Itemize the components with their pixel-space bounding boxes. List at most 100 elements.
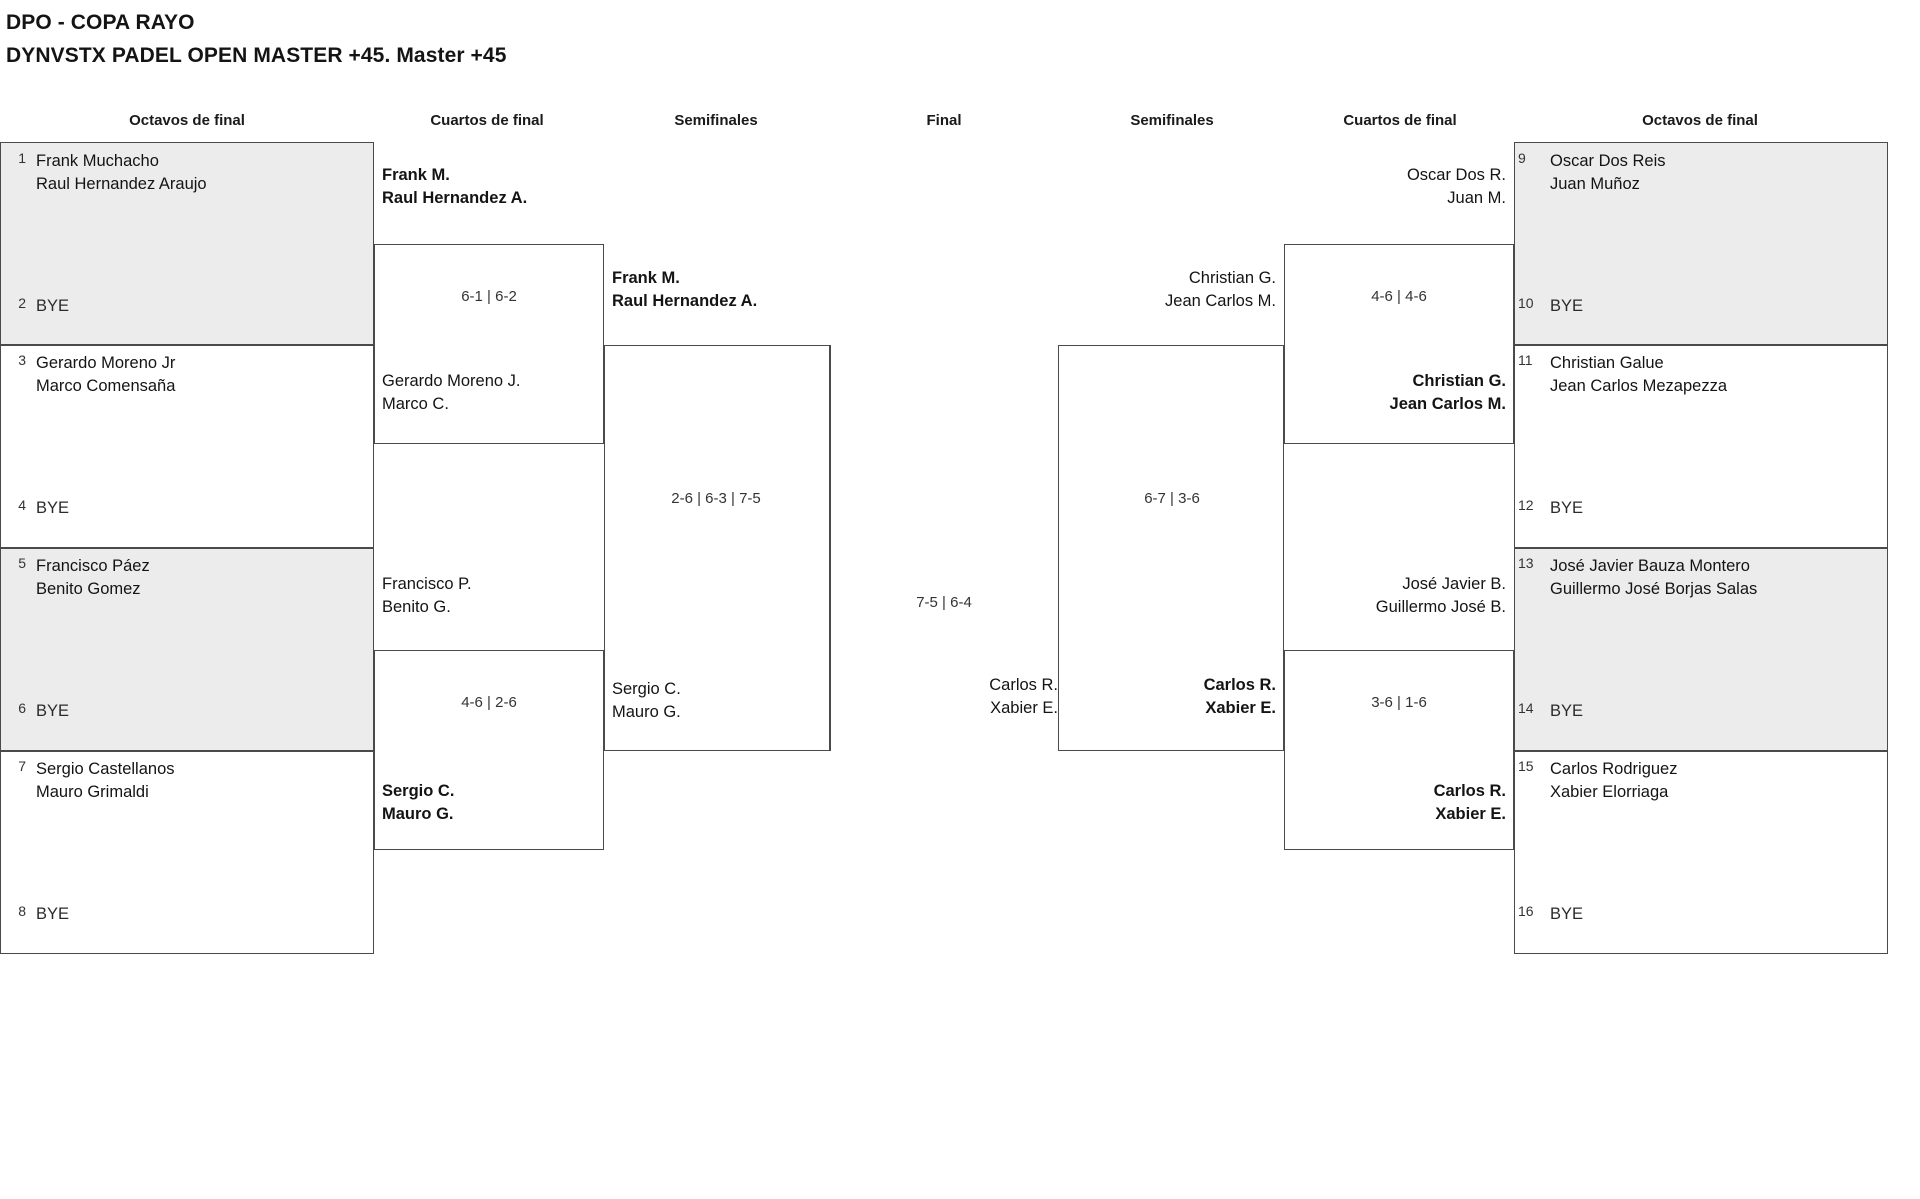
right-cuartos-top-pair: Oscar Dos R. Juan M.	[1284, 164, 1506, 210]
right-octavos-match-2[interactable]	[1514, 345, 1888, 548]
seed-slot-4[interactable]: 4 BYE	[4, 497, 69, 520]
seed-number: 11	[1518, 352, 1533, 368]
seed-number: 7	[18, 758, 26, 774]
seed-slot-10[interactable]: 10 BYE	[1518, 295, 1583, 318]
pair-line-1: Sergio C.	[382, 782, 455, 800]
player-line-2: Mauro Grimaldi	[36, 783, 149, 801]
seed-slot-16[interactable]: 16 BYE	[1518, 903, 1583, 926]
pair-line-1: Carlos R.	[1203, 676, 1276, 694]
pair-line-2: Guillermo José B.	[1375, 598, 1506, 616]
right-octavos-match-1[interactable]	[1514, 142, 1888, 345]
pair-line-2: Benito G.	[382, 598, 451, 616]
seed-slot-6[interactable]: 6 BYE	[4, 700, 69, 723]
bye-label: BYE	[1550, 702, 1584, 720]
pair-line-2: Xabier E.	[1435, 805, 1506, 823]
seed-number: 3	[18, 352, 26, 368]
round-header-right-octavos: Octavos de final	[1642, 112, 1758, 129]
player-line-2: Jean Carlos Mezapezza	[1550, 377, 1728, 395]
player-line-1: Sergio Castellanos	[36, 760, 175, 778]
pair-line-2: Mauro G.	[382, 805, 454, 823]
seed-slot-8[interactable]: 8 BYE	[4, 903, 69, 926]
round-header-final: Final	[926, 112, 962, 129]
right-cuartos-match-2-box[interactable]	[1284, 650, 1514, 850]
pair-line-2: Mauro G.	[612, 703, 681, 721]
player-line-1: Frank Muchacho	[36, 152, 159, 170]
pair-line-1: Carlos R.	[1433, 782, 1506, 800]
left-semis-top-pair: Frank M. Raul Hernandez A.	[612, 267, 757, 313]
right-cuartos-bottom-winner-pair: Carlos R. Xabier E.	[1284, 780, 1506, 826]
player-names: Oscar Dos Reis Juan Muñoz	[1540, 150, 1666, 196]
left-semis-match-box[interactable]	[604, 345, 830, 751]
pair-line-2: Xabier E.	[990, 699, 1058, 717]
right-octavos-match-4[interactable]	[1514, 751, 1888, 954]
seed-number: 1	[18, 150, 26, 166]
round-header-right-cuartos: Cuartos de final	[1343, 112, 1457, 129]
seed-number: 10	[1518, 295, 1534, 311]
seed-slot-12[interactable]: 12 BYE	[1518, 497, 1583, 520]
pair-line-2: Raul Hernandez A.	[382, 189, 528, 207]
seed-slot-13[interactable]: 13 José Javier Bauza Montero Guillermo J…	[1518, 555, 1757, 601]
player-names: Francisco Páez Benito Gomez	[26, 555, 150, 601]
left-cuartos-loser-pair-1: Gerardo Moreno J. Marco C.	[382, 370, 520, 416]
pair-line-1: Gerardo Moreno J.	[382, 372, 521, 390]
right-cuartos-bottom-pair-top: José Javier B. Guillermo José B.	[1284, 573, 1506, 619]
seed-slot-11[interactable]: 11 Christian Galue Jean Carlos Mezapezza	[1518, 352, 1727, 398]
round-header-left-octavos: Octavos de final	[129, 112, 245, 129]
bye-label: BYE	[1550, 499, 1584, 517]
left-cuartos-top-score: 6-1 | 6-2	[461, 288, 517, 305]
seed-number: 4	[18, 497, 26, 513]
left-octavos-match-4[interactable]	[0, 751, 374, 954]
player-names: Carlos Rodriguez Xabier Elorriaga	[1540, 758, 1677, 804]
seed-number: 13	[1518, 555, 1534, 571]
right-octavos-match-3[interactable]	[1514, 548, 1888, 751]
seed-slot-15[interactable]: 15 Carlos Rodriguez Xabier Elorriaga	[1518, 758, 1677, 804]
left-octavos-match-2[interactable]	[0, 345, 374, 548]
right-semis-score: 6-7 | 3-6	[1144, 490, 1200, 507]
pair-line-1: Frank M.	[612, 269, 680, 287]
player-line-2: Xabier Elorriaga	[1550, 783, 1669, 801]
right-semis-bottom-pair: Carlos R. Xabier E.	[1058, 674, 1276, 720]
left-octavos-match-1[interactable]	[0, 142, 374, 345]
left-semis-bottom-pair: Sergio C. Mauro G.	[612, 678, 681, 724]
right-cuartos-match-1-box[interactable]	[1284, 244, 1514, 444]
final-left-connector	[830, 345, 1058, 751]
left-cuartos-bottom-score: 4-6 | 2-6	[461, 694, 517, 711]
player-line-1: Carlos Rodriguez	[1550, 760, 1678, 778]
seed-number: 6	[18, 700, 26, 716]
right-semis-match-box[interactable]	[1058, 345, 1284, 751]
pair-line-1: Sergio C.	[612, 680, 681, 698]
seed-number: 8	[18, 903, 26, 919]
round-header-left-semis: Semifinales	[674, 112, 758, 129]
pair-line-1: Francisco P.	[382, 575, 472, 593]
seed-slot-1[interactable]: 1 Frank Muchacho Raul Hernandez Araujo	[4, 150, 207, 196]
left-cuartos-bottom-pair: Sergio C. Mauro G.	[382, 780, 454, 826]
seed-slot-9[interactable]: 9 Oscar Dos Reis Juan Muñoz	[1518, 150, 1666, 196]
seed-slot-2[interactable]: 2 BYE	[4, 295, 69, 318]
left-cuartos-match-1-box[interactable]	[374, 244, 604, 444]
player-line-2: Marco Comensaña	[36, 377, 176, 395]
player-line-1: José Javier Bauza Montero	[1550, 557, 1750, 575]
player-names: Sergio Castellanos Mauro Grimaldi	[26, 758, 175, 804]
final-bottom-pair: Carlos R. Xabier E.	[860, 674, 1058, 720]
left-cuartos-match-2-box[interactable]	[374, 650, 604, 850]
bye-label: BYE	[1550, 905, 1584, 923]
player-names: Gerardo Moreno Jr Marco Comensaña	[26, 352, 175, 398]
pair-line-2: Jean Carlos M.	[1165, 292, 1276, 310]
seed-slot-7[interactable]: 7 Sergio Castellanos Mauro Grimaldi	[4, 758, 175, 804]
pair-line-1: Frank M.	[382, 166, 450, 184]
player-names: Frank Muchacho Raul Hernandez Araujo	[26, 150, 207, 196]
seed-slot-14[interactable]: 14 BYE	[1518, 700, 1583, 723]
seed-slot-3[interactable]: 3 Gerardo Moreno Jr Marco Comensaña	[4, 352, 175, 398]
player-line-2: Guillermo José Borjas Salas	[1550, 580, 1758, 598]
pair-line-2: Jean Carlos M.	[1389, 395, 1506, 413]
right-cuartos-top-winner-pair: Christian G. Jean Carlos M.	[1284, 370, 1506, 416]
round-header-right-semis: Semifinales	[1130, 112, 1214, 129]
player-names: Christian Galue Jean Carlos Mezapezza	[1540, 352, 1727, 398]
pair-line-2: Juan M.	[1447, 189, 1506, 207]
pair-line-1: José Javier B.	[1402, 575, 1506, 593]
seed-slot-5[interactable]: 5 Francisco Páez Benito Gomez	[4, 555, 150, 601]
right-cuartos-top-score: 4-6 | 4-6	[1371, 288, 1427, 305]
player-names: José Javier Bauza Montero Guillermo José…	[1540, 555, 1757, 601]
bye-label: BYE	[36, 905, 70, 923]
left-octavos-match-3[interactable]	[0, 548, 374, 751]
